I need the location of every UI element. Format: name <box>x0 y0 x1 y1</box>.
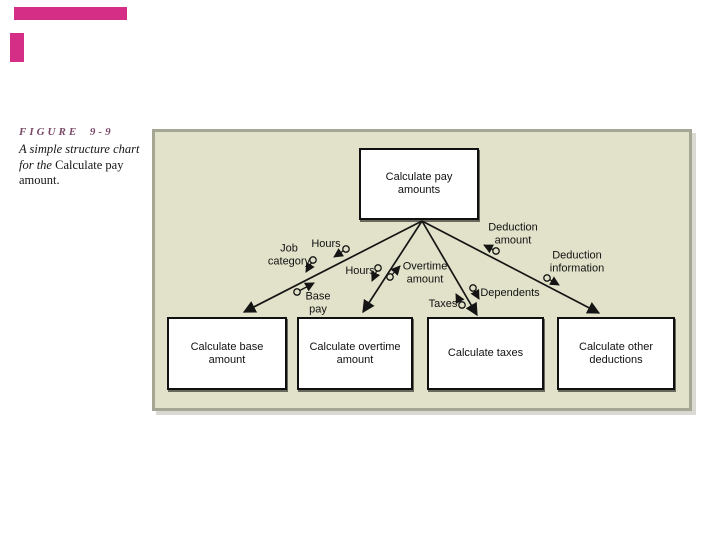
module-box-calculate-pay-amounts: Calculate pay amounts <box>359 148 479 220</box>
accent-bar-horizontal <box>14 7 127 20</box>
couple-label-hours-2: Hours <box>345 264 375 277</box>
module-box-calculate-other-deductions: Calculate other deductions <box>557 317 675 390</box>
figure-caption: FIGURE 9-9 A simple structure chart for … <box>19 126 155 189</box>
module-label: Calculate taxes <box>447 347 524 359</box>
couple-label-overtime-amount: Overtime amount <box>402 260 448 286</box>
module-label: Calculate pay amounts <box>385 171 453 196</box>
module-box-calculate-base-amount: Calculate base amount <box>167 317 287 390</box>
module-label: Calculate base amount <box>190 340 264 366</box>
couple-label-dependents: Dependents <box>480 286 540 299</box>
caption-text-italic: A simple structure chart for the <box>19 142 140 172</box>
module-box-calculate-overtime-amount: Calculate overtime amount <box>297 317 413 390</box>
caption-text: A simple structure chart for the Calcula… <box>19 142 155 189</box>
couple-label-hours-1: Hours <box>311 237 341 250</box>
connector-lines <box>242 220 601 317</box>
data-couples <box>293 244 560 309</box>
couple-label-job-category: Job category <box>267 242 311 268</box>
accent-bar-vertical <box>10 33 24 62</box>
couple-label-taxes: Taxes <box>428 297 458 310</box>
module-box-calculate-taxes: Calculate taxes <box>427 317 544 390</box>
call-arrows <box>242 220 601 317</box>
module-label: Calculate overtime amount <box>309 340 401 366</box>
module-label: Calculate other deductions <box>579 340 653 366</box>
couple-label-base-pay: Base pay <box>305 290 331 316</box>
couple-label-deduction-amount: Deduction amount <box>488 221 538 247</box>
figure-label: FIGURE 9-9 <box>19 126 114 138</box>
couple-label-deduction-information: Deduction information <box>549 249 605 275</box>
structure-chart-panel: Calculate pay amounts Calculate base amo… <box>152 129 692 411</box>
caption-text-roman: Calculate pay amount. <box>19 157 124 188</box>
